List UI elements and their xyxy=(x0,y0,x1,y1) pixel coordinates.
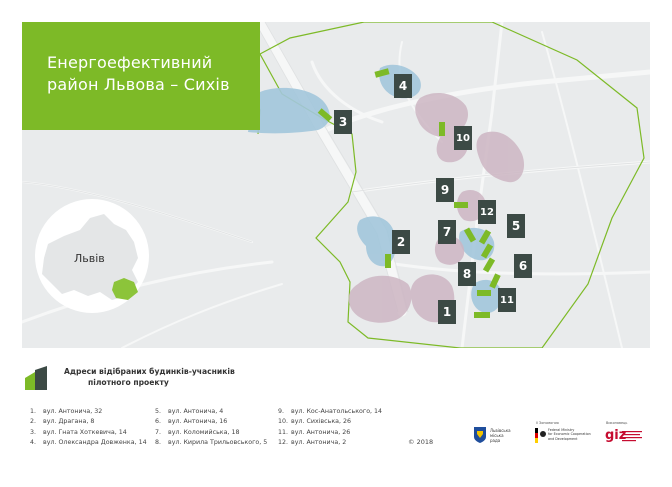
building-marker-11[interactable]: 11 xyxy=(498,288,516,312)
legend-line2: пілотного проекту xyxy=(88,378,169,387)
address-number: 1. xyxy=(30,408,37,415)
building-marker-9[interactable]: 9 xyxy=(436,178,454,202)
title-box: Енергоефективний район Львова – Сихів xyxy=(22,22,260,130)
address-item: 3. вул. Гната Хоткевича, 14 xyxy=(30,428,147,438)
district-boundary xyxy=(259,22,645,348)
bmz-logo-icon xyxy=(535,428,546,443)
address-number: 11. xyxy=(278,428,289,436)
address-number: 9. xyxy=(278,408,285,415)
address-number: 5. xyxy=(155,408,162,415)
bmz-line2: for Economic Cooperation xyxy=(548,432,591,437)
address-text: вул. Олександра Довженка, 14 xyxy=(43,438,147,446)
legend-marker-icon xyxy=(25,366,47,390)
street-edges xyxy=(22,22,650,313)
building-markers xyxy=(317,68,501,318)
building-marker-2[interactable]: 2 xyxy=(392,230,410,254)
building-marker-1[interactable]: 1 xyxy=(438,300,456,324)
address-item: 2. вул. Драгана, 8 xyxy=(30,417,147,427)
address-text: вул. Антонича, 2 xyxy=(291,438,347,446)
bmz-line1: Federal Ministry xyxy=(548,428,575,432)
building-marker-8[interactable]: 8 xyxy=(458,262,476,286)
address-number: 3. xyxy=(30,428,37,436)
building-marker-10[interactable]: 10 xyxy=(454,126,472,150)
address-item: 7. вул. Коломийська, 18 xyxy=(155,428,267,438)
address-number: 6. xyxy=(155,418,162,426)
sykhiv-area xyxy=(112,278,138,300)
address-item: 12.вул. Антонича, 2 xyxy=(278,438,382,448)
building-marker-7[interactable]: 7 xyxy=(438,220,456,244)
address-item: 10.вул. Сихівська, 26 xyxy=(278,417,382,427)
address-text: вул. Драгана, 8 xyxy=(43,418,95,426)
bmz-line3: and Development xyxy=(548,436,578,441)
address-number: 7. xyxy=(155,428,162,436)
lviv-coat-of-arms-icon xyxy=(474,427,486,443)
de-caption: Іі Зопомогою xyxy=(536,421,559,425)
address-number: 8. xyxy=(155,438,162,446)
address-item: 4. вул. Олександра Довженка, 14 xyxy=(30,438,147,448)
address-number: 10. xyxy=(278,418,289,426)
address-text: вул. Антонича, 16 xyxy=(168,418,228,426)
address-text: вул. Антонича, 26 xyxy=(291,428,351,436)
address-column-1: 1. вул. Антонича, 32 2. вул. Драгана, 8 3. ву… xyxy=(30,407,147,448)
giz-logo: giz xyxy=(605,428,627,443)
lviv-logo-text: Львівська міська рада xyxy=(490,428,511,443)
address-item: 9. вул. Кос-Анатольського, 14 xyxy=(278,407,382,417)
copyright: © 2018 xyxy=(408,438,434,446)
address-text: вул. Антонича, 32 xyxy=(43,408,103,415)
lviv-logo-line1: Львівська xyxy=(490,428,511,433)
address-item: 1. вул. Антонича, 32 xyxy=(30,407,147,417)
address-number: 4. xyxy=(30,438,37,446)
building-marker-5[interactable]: 5 xyxy=(507,214,525,238)
legend-line1: Адреси відібраних будинків-учасників xyxy=(64,367,235,376)
lviv-logo-line3: рада xyxy=(490,438,501,443)
address-number: 12. xyxy=(278,438,289,446)
building-marker-6[interactable]: 6 xyxy=(514,254,532,278)
address-item: 8. вул. Кирила Трильовського, 5 xyxy=(155,438,267,448)
address-item: 6. вул. Антонича, 16 xyxy=(155,417,267,427)
lviv-logo-line2: міська xyxy=(490,433,504,438)
address-text: вул. Гната Хоткевича, 14 xyxy=(43,428,127,436)
legend-text: Адреси відібраних будинків-учасників піл… xyxy=(64,366,235,388)
address-text: вул. Сихівська, 26 xyxy=(291,418,351,426)
city-shape xyxy=(42,214,138,300)
address-text: вул. Антонича, 4 xyxy=(168,408,224,415)
city-label: Львів xyxy=(74,252,105,265)
building-marker-4[interactable]: 4 xyxy=(394,74,412,98)
giz-caption: Виконавець xyxy=(606,421,628,425)
address-text: вул. Кирила Трильовського, 5 xyxy=(168,438,268,446)
address-text: вул. Коломийська, 18 xyxy=(168,428,240,436)
address-text: вул. Кос-Анатольського, 14 xyxy=(291,408,383,415)
giz-lines-icon xyxy=(622,431,642,442)
address-item: 5. вул. Антонича, 4 xyxy=(155,407,267,417)
city-inset xyxy=(35,199,149,313)
building-marker-12[interactable]: 12 xyxy=(478,200,496,224)
title-line1: Енергоефективний xyxy=(47,53,213,72)
address-number: 2. xyxy=(30,418,37,426)
address-column-2: 5. вул. Антонича, 4 6. вул. Антонича, 16 7. в… xyxy=(155,407,267,448)
address-item: 11.вул. Антонича, 26 xyxy=(278,428,382,438)
bmz-text: Federal Ministry for Economic Cooperatio… xyxy=(548,428,591,441)
building-marker-3[interactable]: 3 xyxy=(334,110,352,134)
title-line2: район Львова – Сихів xyxy=(47,75,230,94)
